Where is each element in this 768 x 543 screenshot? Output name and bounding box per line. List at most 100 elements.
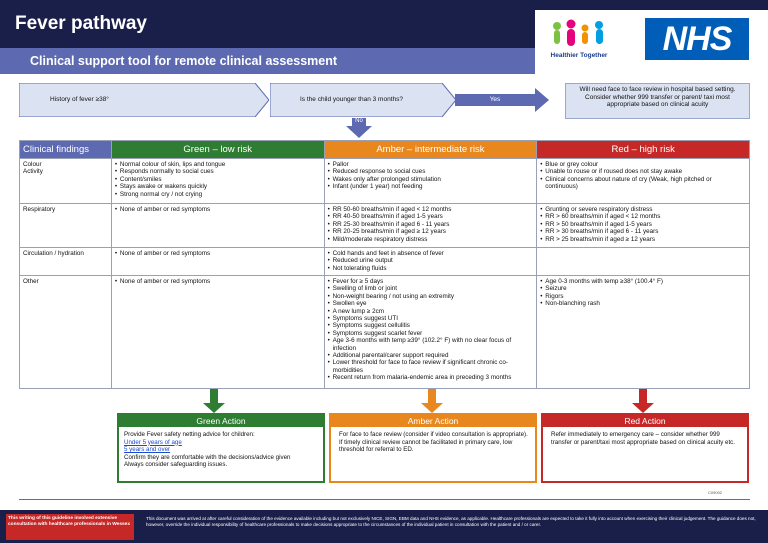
page-title: Fever pathway <box>15 13 147 34</box>
family-icon <box>553 19 603 46</box>
list-item: Blue or grey colour <box>540 161 746 169</box>
list-item: Unable to rouse or if roused does not st… <box>540 168 746 176</box>
red-action-title: Red Action <box>543 415 747 427</box>
age-question-shape <box>270 83 456 117</box>
green-action-line2: Confirm they are comfortable with the de… <box>124 453 291 461</box>
history-step-text: History of fever ≥38° <box>50 96 109 103</box>
amber-action-box: Amber Action For face to face review (co… <box>329 413 537 483</box>
row-green: Normal colour of skin, lips and tongueRe… <box>110 158 325 204</box>
green-action-box: Green Action Provide Fever safety nettin… <box>117 413 325 483</box>
list-item: Clinical concerns about nature of cry (W… <box>540 176 746 191</box>
bullet-list: None of amber or red symptoms <box>115 206 321 214</box>
history-step-shape <box>19 83 269 117</box>
row-finding: Colour Activity <box>19 158 112 204</box>
red-action-line1: Refer immediately to emergency care – co… <box>551 431 735 446</box>
row-green: None of amber or red symptoms <box>110 203 325 248</box>
row-amber: Cold hands and feet in absence of feverR… <box>323 247 538 276</box>
row-red: Blue or grey colourUnable to rouse or if… <box>536 158 750 204</box>
healthier-together-logo: Healthier Together <box>545 18 613 70</box>
bullet-list: PallorReduced response to social cuesWak… <box>328 161 534 191</box>
over-5-link[interactable]: 5 years and over <box>124 446 171 454</box>
no-arrow-head <box>346 126 372 138</box>
list-item: RR 40-50 breaths/min if aged 1-5 years <box>328 213 534 221</box>
list-item: RR 20-25 breaths/min if aged ≥ 12 years <box>328 228 534 236</box>
bullet-list: None of amber or red symptoms <box>115 278 321 286</box>
list-item: RR > 30 breaths/min if aged 6 - 11 years <box>540 228 746 236</box>
list-item: Cold hands and feet in absence of fever <box>328 250 534 258</box>
row-finding: Circulation / hydration <box>19 247 112 276</box>
bullet-list: RR 50-60 breaths/min if aged < 12 months… <box>328 206 534 243</box>
row-red: Age 0-3 months with temp ≥38° (100.4° F)… <box>536 275 750 389</box>
logo-area: Healthier Together NHS <box>535 10 768 80</box>
healthier-together-text: Healthier Together <box>550 52 608 59</box>
table-row: Circulation / hydration None of amber or… <box>19 247 750 276</box>
list-item: Fever for ≥ 5 days <box>328 278 534 286</box>
row-finding: Other <box>19 275 112 389</box>
list-item: Stays awake or wakens quickly <box>115 183 321 191</box>
row-red <box>536 247 750 276</box>
page-subtitle: Clinical support tool for remote clinica… <box>30 54 338 68</box>
no-label: No <box>355 118 363 124</box>
age-question-text: Is the child younger than 3 months? <box>300 96 403 103</box>
list-item: RR > 60 breaths/min if aged < 12 months <box>540 213 746 221</box>
bullet-list: Age 0-3 months with temp ≥38° (100.4° F)… <box>540 278 746 308</box>
table-header-row: Clinical findings Green – low risk Amber… <box>19 140 750 159</box>
table-row: Other None of amber or red symptoms Feve… <box>19 275 750 389</box>
green-action-line3: Always consider safeguarding issues. <box>124 461 228 469</box>
hospital-review-box: Will need face to face review in hospita… <box>565 83 750 119</box>
list-item: RR > 25 breaths/min if aged ≥ 12 years <box>540 236 746 244</box>
list-item: Rigors <box>540 293 746 301</box>
list-item: Responds normally to social cues <box>115 168 321 176</box>
list-item: Not tolerating fluids <box>328 265 534 273</box>
list-item: Non-blanching rash <box>540 300 746 308</box>
list-item: Strong normal cry / not crying <box>115 191 321 199</box>
footer-disclaimer: This document was arrived at after caref… <box>146 516 756 527</box>
bullet-list: None of amber or red symptoms <box>115 250 321 258</box>
yes-arrow-head <box>535 88 549 112</box>
list-item: Pallor <box>328 161 534 169</box>
green-action-body: Provide Fever safety netting advice for … <box>119 427 323 473</box>
header-green: Green – low risk <box>110 140 325 159</box>
list-item: Infant (under 1 year) not feeding <box>328 183 534 191</box>
list-item: RR 50-60 breaths/min if aged < 12 months <box>328 206 534 214</box>
amber-action-body: For face to face review (consider if vid… <box>331 427 535 458</box>
bullet-list: Grunting or severe respiratory distressR… <box>540 206 746 243</box>
table-row: Colour Activity Normal colour of skin, l… <box>19 158 750 204</box>
red-action-box: Red Action Refer immediately to emergenc… <box>541 413 749 483</box>
header-amber: Amber – intermediate risk <box>323 140 538 159</box>
list-item: Seizure <box>540 285 746 293</box>
list-item: Symptoms suggest scarlet fever <box>328 330 534 338</box>
green-action-title: Green Action <box>119 415 323 427</box>
header-findings: Clinical findings <box>19 140 112 159</box>
red-action-body: Refer immediately to emergency care – co… <box>543 427 747 450</box>
row-green: None of amber or red symptoms <box>110 275 325 389</box>
list-item: Reduced response to social cues <box>328 168 534 176</box>
list-item: Age 3-6 months with temp ≥39° (102.2° F)… <box>328 337 534 352</box>
footer-consultation-note: This writing of this guideline involved … <box>6 514 134 540</box>
bullet-list: Blue or grey colourUnable to rouse or if… <box>540 161 746 191</box>
list-item: Additional parental/carer support requir… <box>328 352 534 360</box>
list-item: Recent return from malaria-endemic area … <box>328 374 534 382</box>
row-amber: Fever for ≥ 5 daysSwelling of limb or jo… <box>323 275 538 389</box>
no-arrow <box>352 118 366 126</box>
table-row: Respiratory None of amber or red symptom… <box>19 203 750 248</box>
row-amber: RR 50-60 breaths/min if aged < 12 months… <box>323 203 538 248</box>
list-item: RR > 50 breaths/min if aged 1-5 years <box>540 221 746 229</box>
list-item: None of amber or red symptoms <box>115 250 321 258</box>
row-finding: Respiratory <box>19 203 112 248</box>
list-item: Normal colour of skin, lips and tongue <box>115 161 321 169</box>
list-item: Age 0-3 months with temp ≥38° (100.4° F) <box>540 278 746 286</box>
amber-action-title: Amber Action <box>331 415 535 427</box>
amber-action-line2: If timely clinical review cannot be faci… <box>339 438 513 454</box>
list-item: Swelling of limb or joint <box>328 285 534 293</box>
nhs-logo: NHS <box>645 18 749 60</box>
list-item: Swollen eye <box>328 300 534 308</box>
list-item: None of amber or red symptoms <box>115 206 321 214</box>
list-item: Grunting or severe respiratory distress <box>540 206 746 214</box>
document-code: C09002 <box>708 490 723 495</box>
under-5-link[interactable]: Under 5 years of age <box>124 438 182 446</box>
list-item: Symptoms suggest cellulitis <box>328 322 534 330</box>
list-item: RR 25-30 breaths/min if aged 6 - 11 year… <box>328 221 534 229</box>
green-action-line1: Provide Fever safety netting advice for … <box>124 431 255 438</box>
list-item: Symptoms suggest UTI <box>328 315 534 323</box>
